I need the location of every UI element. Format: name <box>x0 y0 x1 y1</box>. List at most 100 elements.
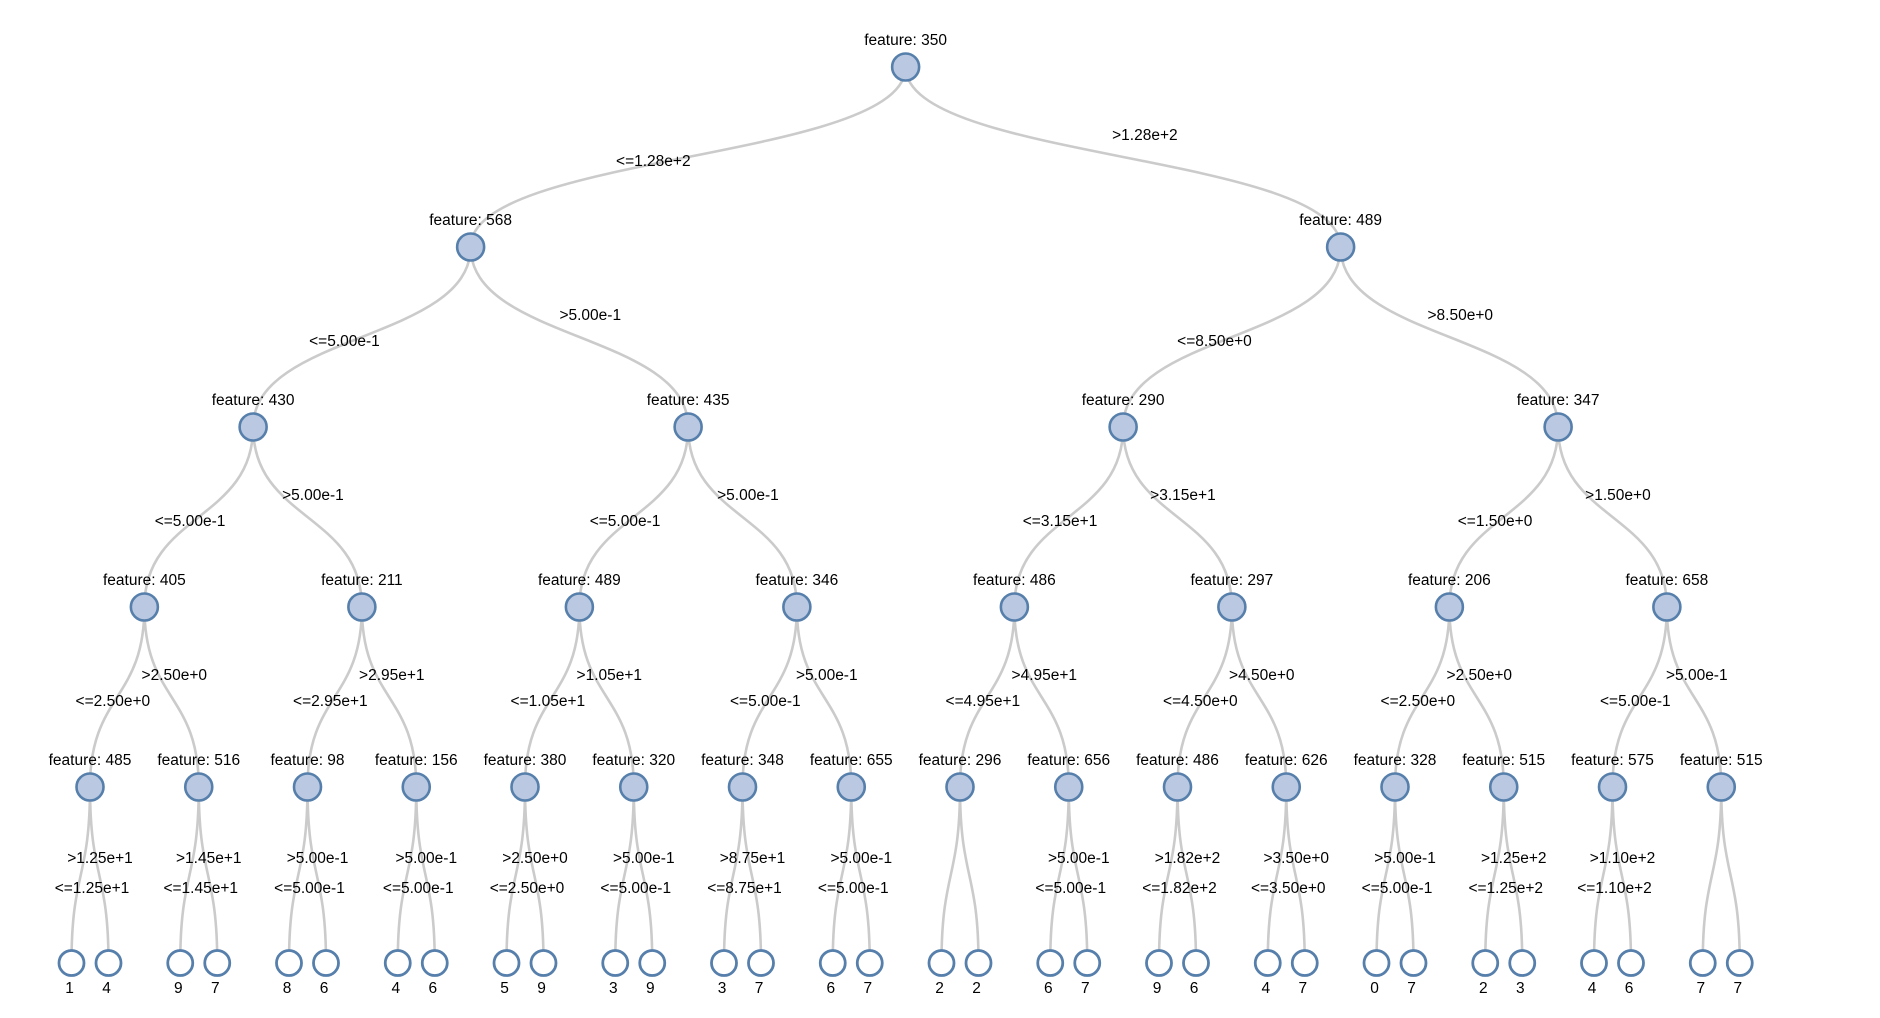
edge-label-le: <=5.00e-1 <box>730 693 801 710</box>
leaf-node <box>964 949 993 977</box>
leaf-node <box>747 949 775 977</box>
tree-edge <box>1157 786 1179 964</box>
leaf-value-label: 4 <box>1588 980 1597 997</box>
tree-edge <box>396 786 418 964</box>
leaf-node <box>927 949 956 977</box>
tree-edge <box>360 606 418 788</box>
edge-label-gt: >1.25e+1 <box>67 850 133 867</box>
node-feature-label: feature: 486 <box>973 572 1056 589</box>
tree-node-feature-380 <box>510 772 540 802</box>
tree-edge <box>469 246 690 428</box>
tree-node-feature-656 <box>1053 772 1084 802</box>
tree-node-feature-350 <box>890 52 921 82</box>
edge-label-le: <=5.00e-1 <box>818 880 889 897</box>
tree-edge <box>178 786 201 964</box>
leaf-node <box>1688 949 1717 977</box>
tree-node-feature-297 <box>1217 592 1247 622</box>
leaf-value-label: 4 <box>391 980 400 997</box>
tree-edge <box>1592 786 1614 964</box>
leaf-value-label: 3 <box>609 980 618 997</box>
node-feature-label: feature: 575 <box>1571 752 1654 769</box>
edge-label-gt: >3.50e+0 <box>1263 850 1329 867</box>
tree-edge <box>1048 786 1071 964</box>
leaf-value-label: 7 <box>755 980 764 997</box>
tree-edge <box>197 786 219 964</box>
leaf-node <box>275 949 303 977</box>
edge-label-gt: >5.00e-1 <box>1374 850 1436 867</box>
tree-edge <box>306 786 328 964</box>
tree-edge <box>686 426 799 608</box>
tree-edge <box>632 786 654 964</box>
edge-label-le: <=1.10e+2 <box>1577 880 1652 897</box>
node-feature-label: feature: 290 <box>1082 392 1165 409</box>
node-feature-label: feature: 656 <box>1027 752 1110 769</box>
tree-edge <box>143 606 201 788</box>
tree-edge <box>722 786 744 964</box>
leaf-node <box>312 949 340 977</box>
leaf-value-label: 7 <box>1081 980 1090 997</box>
edge-label-gt: >5.00e-1 <box>1048 850 1110 867</box>
leaf-value-label: 7 <box>1696 980 1705 997</box>
tree-edge <box>1701 786 1723 964</box>
edge-label-le: <=5.00e-1 <box>1362 880 1433 897</box>
node-feature-label: feature: 515 <box>1680 752 1763 769</box>
leaf-node <box>529 949 558 977</box>
tree-edge <box>1393 786 1415 964</box>
leaf-value-label: 9 <box>174 980 183 997</box>
leaf-node <box>94 949 123 977</box>
tree-edge <box>1266 786 1288 964</box>
edge-label-le: <=5.00e-1 <box>1035 880 1106 897</box>
edge-label-le: <=2.50e+0 <box>76 693 151 710</box>
tree-node-feature-489 <box>564 592 595 622</box>
tree-edge <box>1176 606 1234 788</box>
edge-label-gt: >5.00e-1 <box>613 850 675 867</box>
leaf-node <box>601 949 630 977</box>
leaf-value-label: 0 <box>1370 980 1379 997</box>
tree-node-feature-486 <box>1162 772 1193 802</box>
tree-edges <box>70 66 1742 964</box>
edge-label-le: <=2.50e+0 <box>490 880 565 897</box>
tree-edge <box>1176 786 1198 964</box>
tree-node-feature-486 <box>999 592 1030 622</box>
tree-edge <box>1448 606 1506 788</box>
tree-node-feature-98 <box>292 772 323 802</box>
node-feature-label: feature: 485 <box>49 752 132 769</box>
edge-label-gt: >4.95e+1 <box>1012 667 1078 684</box>
tree-edge <box>1502 786 1524 964</box>
tree-edge <box>1013 426 1125 608</box>
node-feature-label: feature: 380 <box>484 752 567 769</box>
tree-edge <box>1611 786 1633 964</box>
node-feature-label: feature: 98 <box>270 752 344 769</box>
tree-node-feature-328 <box>1380 772 1410 802</box>
leaf-value-label: 4 <box>1261 980 1270 997</box>
tree-node-feature-655 <box>836 772 867 802</box>
edge-label-le: <=3.50e+0 <box>1251 880 1326 897</box>
tree-edge <box>88 786 110 964</box>
edge-label-gt: >1.10e+2 <box>1590 850 1656 867</box>
leaf-value-label: 3 <box>718 980 727 997</box>
tree-edge <box>1719 786 1742 964</box>
edge-label-gt: >8.50e+0 <box>1427 307 1493 324</box>
edge-label-gt: >1.05e+1 <box>577 667 643 684</box>
node-feature-label: feature: 156 <box>375 752 458 769</box>
tree-node-feature-290 <box>1108 412 1138 442</box>
leaf-value-label: 7 <box>1298 980 1307 997</box>
leaf-node <box>1471 949 1500 977</box>
edge-label-gt: >1.45e+1 <box>176 850 242 867</box>
leaf-node <box>638 949 667 977</box>
tree-edge <box>287 786 309 964</box>
leaf-node <box>710 949 738 977</box>
tree-edge <box>904 66 1342 248</box>
edge-label-le: <=1.28e+2 <box>616 153 691 170</box>
node-feature-label: feature: 655 <box>810 752 893 769</box>
tree-node-feature-320 <box>618 772 649 802</box>
node-feature-label: feature: 626 <box>1245 752 1328 769</box>
edge-label-gt: >5.00e-1 <box>830 850 892 867</box>
tree-edge <box>414 786 437 964</box>
edge-label-gt: >8.75e+1 <box>720 850 786 867</box>
edge-label-gt: >3.15e+1 <box>1150 487 1216 504</box>
tree-node-feature-211 <box>347 592 377 622</box>
tree-edge <box>505 786 527 964</box>
edge-label-le: <=1.25e+2 <box>1468 880 1543 897</box>
leaf-node <box>1073 949 1102 977</box>
